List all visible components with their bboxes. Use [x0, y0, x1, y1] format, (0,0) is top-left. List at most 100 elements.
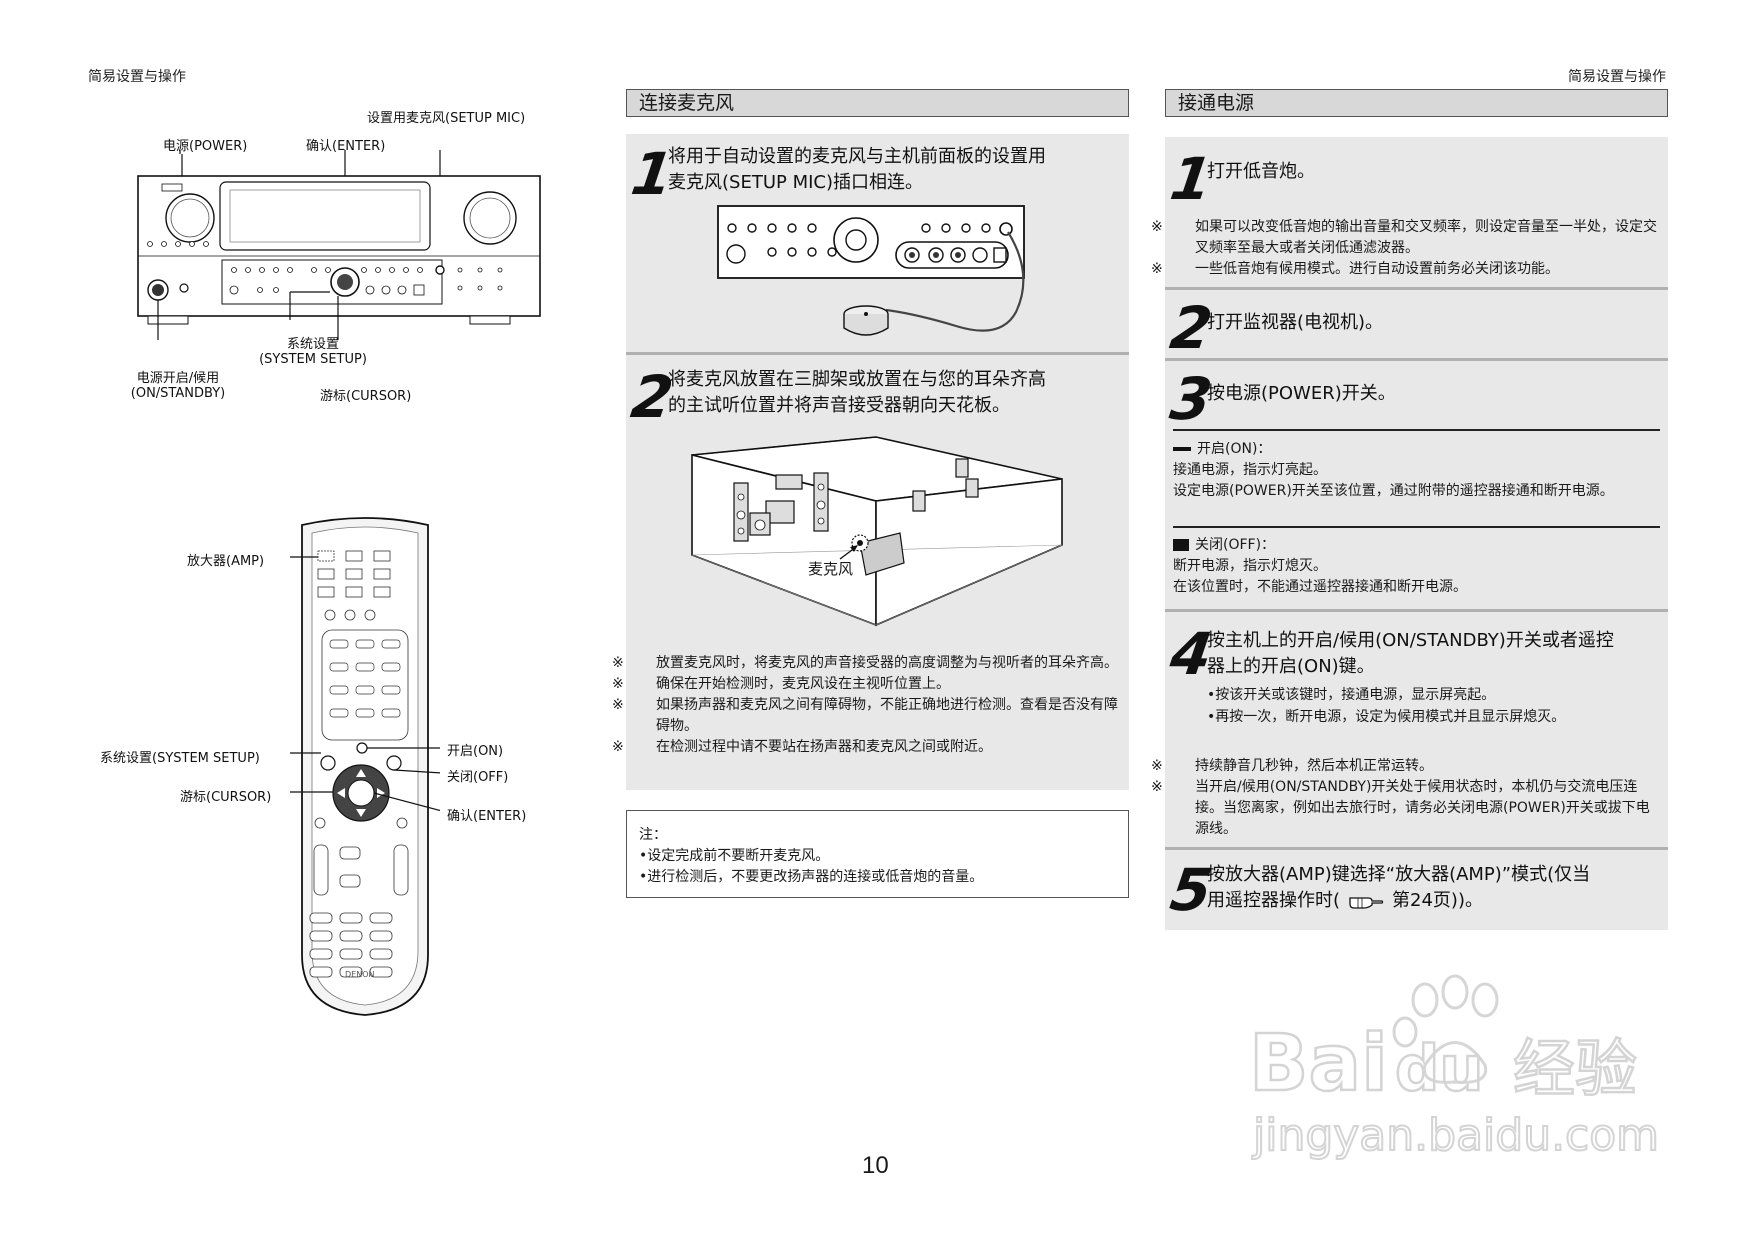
power-step4-notes: ※持续静音几秒钟，然后本机正常运转。 ※ 当开启/候用(ON/STANDBY)开关…	[1151, 756, 1663, 840]
remote-brand: DENON	[345, 970, 375, 979]
svg-text:Bai: Bai	[1249, 1019, 1388, 1109]
note-mark: ※	[612, 739, 624, 755]
mic-note-2-text: 确保在开始检测时，麦克风设在主视听位置上。	[656, 676, 950, 692]
power-step2-text: 打开监视器(电视机)。	[1207, 312, 1384, 333]
svg-text:jingyan.baidu.com: jingyan.baidu.com	[1252, 1110, 1659, 1161]
power-step1-notes: ※ 如果可以改变低音炮的输出音量和交叉频率，则设定音量至一半处，设定交叉频率至最大…	[1151, 217, 1663, 280]
power-step1-note-1: ※ 如果可以改变低音炮的输出音量和交叉频率，则设定音量至一半处，设定交叉频率至最大…	[1151, 217, 1663, 259]
power-step3-text: 按电源(POWER)开关。	[1207, 383, 1396, 404]
label-system-setup-line2: (SYSTEM SETUP)	[259, 352, 367, 367]
note-mark: ※	[1151, 261, 1163, 277]
section-title-power: 接通电源	[1165, 89, 1668, 117]
off-line-1: 断开电源，指示灯熄灭。	[1173, 558, 1327, 574]
note-mark: ※	[612, 697, 624, 713]
divider-line	[1173, 526, 1660, 528]
svg-text:经验: 经验	[1513, 1032, 1637, 1105]
power-step4-note-2: ※ 当开启/候用(ON/STANDBY)开关处于候用状态时，本机仍与交流电压连接。…	[1151, 777, 1663, 840]
note-mark: ※	[612, 655, 624, 671]
label-setup-mic: 设置用麦克风(SETUP MIC)	[367, 111, 526, 126]
switch-on-icon	[1173, 447, 1191, 451]
power-step4-bullet-1: •按该开关或该键时，接通电源，显示屏亮起。	[1207, 687, 1496, 703]
power-off-description: 关闭(OFF)： 断开电源，指示灯熄灭。 在该位置时，不能通过遥控器接通和断开电…	[1173, 535, 1660, 598]
mic-step1-panel: 1 将用于自动设置的麦克风与主机前面板的设置用 麦克风(SETUP MIC)插口…	[626, 134, 1129, 352]
mic-step1-line1: 将用于自动设置的麦克风与主机前面板的设置用	[668, 146, 1046, 167]
mic-note-1: ※ 放置麦克风时，将麦克风的声音接受器的高度调整为与视听者的耳朵齐高。	[612, 653, 1120, 674]
mic-note-4: ※ 在检测过程中请不要站在扬声器和麦克风之间或附近。	[612, 737, 1120, 758]
divider-line	[1173, 429, 1660, 431]
page-number: 10	[862, 1152, 889, 1179]
mic-step1-line2: 麦克风(SETUP MIC)插口相连。	[668, 172, 923, 193]
power-step1-note-2-text: 一些低音炮有候用模式。进行自动设置前务必关闭该功能。	[1195, 261, 1559, 277]
note-mark: ※	[1151, 758, 1163, 774]
label-remote-enter: 确认(ENTER)	[447, 809, 527, 824]
label-on-standby-line1: 电源开启/候用	[136, 371, 220, 386]
power-separator-1	[1165, 287, 1668, 290]
label-on-standby-line2: (ON/STANDBY)	[130, 386, 226, 401]
power-step4-note-1: ※持续静音几秒钟，然后本机正常运转。	[1151, 756, 1663, 777]
power-step2-panel: 2 打开监视器(电视机)。	[1165, 290, 1668, 362]
baidu-watermark-logo: Bai du 经验 jingyan.baidu.com	[1248, 974, 1660, 1162]
label-enter: 确认(ENTER)	[306, 139, 386, 154]
power-step4-bullets: •按该开关或该键时，接通电源，显示屏亮起。 •再按一次，断开电源，设定为候用模式…	[1207, 684, 1657, 728]
power-separator-3	[1165, 609, 1668, 612]
mic-note-1-text: 放置麦克风时，将麦克风的声音接受器的高度调整为与视听者的耳朵齐高。	[656, 655, 1118, 671]
mic-note-2: ※ 确保在开始检测时，麦克风设在主视听位置上。	[612, 674, 1120, 695]
mic-note-3-text: 如果扬声器和麦克风之间有障碍物，不能正确地进行检测。查看是否没有障碍物。	[656, 697, 1118, 734]
label-cursor: 游标(CURSOR)	[320, 389, 412, 404]
label-remote-system-setup: 系统设置(SYSTEM SETUP)	[100, 751, 260, 766]
svg-text:du: du	[1395, 1032, 1484, 1105]
page-header-left: 简易设置与操作	[88, 69, 186, 85]
mic-connection-illustration	[717, 205, 1025, 336]
power-step4-line2: 器上的开启(ON)键。	[1207, 656, 1375, 677]
receiver-front-panel-illustration	[137, 150, 541, 340]
label-off: 关闭(OFF)	[447, 770, 509, 785]
switch-off-icon	[1173, 539, 1189, 551]
mic-step2-line1: 将麦克风放置在三脚架或放置在与您的耳朵齐高	[668, 369, 1046, 390]
off-title: 关闭(OFF)：	[1195, 537, 1276, 553]
power-step5-panel: 5 按放大器(AMP)键选择“放大器(AMP)”模式(仅当 用遥控器操作时(第2…	[1165, 850, 1668, 930]
note-mark: ※	[1151, 219, 1163, 235]
power-step1-note-2: ※ 一些低音炮有候用模式。进行自动设置前务必关闭该功能。	[1151, 259, 1663, 280]
off-line-2: 在该位置时，不能通过遥控器接通和断开电源。	[1173, 579, 1467, 595]
mic-step2-line2: 的主试听位置并将声音接受器朝向天花板。	[668, 395, 1010, 416]
power-step1-note-1-text: 如果可以改变低音炮的输出音量和交叉频率，则设定音量至一半处，设定交叉频率至最大或…	[1195, 219, 1657, 256]
power-step4-line1: 按主机上的开启/候用(ON/STANDBY)开关或者遥控	[1207, 630, 1614, 651]
room-speaker-layout-illustration	[691, 436, 1063, 627]
mic-step2-panel: 2 将麦克风放置在三脚架或放置在与您的耳朵齐高 的主试听位置并将声音接受器朝向天…	[612, 355, 1129, 790]
power-step4-note-2-text: 当开启/候用(ON/STANDBY)开关处于候用状态时，本机仍与交流电压连接。当…	[1195, 779, 1650, 837]
mic-separator	[626, 352, 1129, 355]
power-step1-panel: 1 打开低音炮。 ※如果可以改变低音炮的输出音量和交叉频率，则设定音量至一半处，…	[1151, 137, 1668, 287]
label-power: 电源(POWER)	[163, 139, 248, 154]
power-step5-line2-a: 用遥控器操作时(	[1207, 890, 1341, 911]
mic-step2-text: 将麦克风放置在三脚架或放置在与您的耳朵齐高 的主试听位置并将声音接受器朝向天花板…	[668, 367, 1118, 419]
mic-step1-text: 将用于自动设置的麦克风与主机前面板的设置用 麦克风(SETUP MIC)插口相连…	[668, 144, 1118, 196]
caution-2: •进行检测后，不要更改扬声器的连接或低音炮的音量。	[639, 869, 984, 885]
mic-note-3: ※ 如果扬声器和麦克风之间有障碍物，不能正确地进行检测。查看是否没有障碍物。	[612, 695, 1120, 737]
power-step4-text: 按主机上的开启/候用(ON/STANDBY)开关或者遥控 器上的开启(ON)键。	[1207, 628, 1662, 680]
power-step1-text: 打开低音炮。	[1207, 161, 1315, 182]
label-system-setup-line1: 系统设置	[286, 337, 339, 352]
mic-note-4-text: 在检测过程中请不要站在扬声器和麦克风之间或附近。	[656, 739, 992, 755]
caution-1: •设定完成前不要断开麦克风。	[639, 848, 830, 864]
caution-title: 注：	[639, 827, 667, 843]
note-mark: ※	[1151, 779, 1163, 795]
mic-notes: ※ 放置麦克风时，将麦克风的声音接受器的高度调整为与视听者的耳朵齐高。 ※ 确保在开…	[612, 653, 1120, 758]
on-line-2: 设定电源(POWER)开关至该位置，通过附带的遥控器接通和断开电源。	[1173, 483, 1614, 499]
power-step5-line1: 按放大器(AMP)键选择“放大器(AMP)”模式(仅当	[1207, 864, 1591, 885]
label-on-standby: 电源开启/候用 (ON/STANDBY)	[118, 367, 238, 401]
pointing-hand-icon	[1348, 892, 1384, 910]
label-amp: 放大器(AMP)	[187, 554, 265, 569]
power-separator-4	[1165, 847, 1668, 850]
power-step3-panel: 3 按电源(POWER)开关。 开启(ON)： 接通电源，指示灯亮起。 设定电源…	[1165, 361, 1668, 609]
power-separator-2	[1165, 358, 1668, 361]
power-step4-bullet-2: •再按一次，断开电源，设定为候用模式并且显示屏熄灭。	[1207, 709, 1566, 725]
label-system-setup: 系统设置 (SYSTEM SETUP)	[238, 333, 388, 367]
note-mark: ※	[612, 676, 624, 692]
power-step5-line2-b: 第24页))。	[1392, 890, 1483, 911]
power-step5-text: 按放大器(AMP)键选择“放大器(AMP)”模式(仅当 用遥控器操作时( 第24页…	[1207, 862, 1662, 914]
page-header-right: 简易设置与操作	[1568, 69, 1666, 85]
power-on-description: 开启(ON)： 接通电源，指示灯亮起。 设定电源(POWER)开关至该位置，通过…	[1173, 439, 1660, 502]
mic-caution-box: 注： •设定完成前不要断开麦克风。 •进行检测后，不要更改扬声器的连接或低音炮的…	[626, 810, 1129, 898]
label-on: 开启(ON)	[447, 744, 504, 759]
on-title: 开启(ON)：	[1197, 441, 1272, 457]
